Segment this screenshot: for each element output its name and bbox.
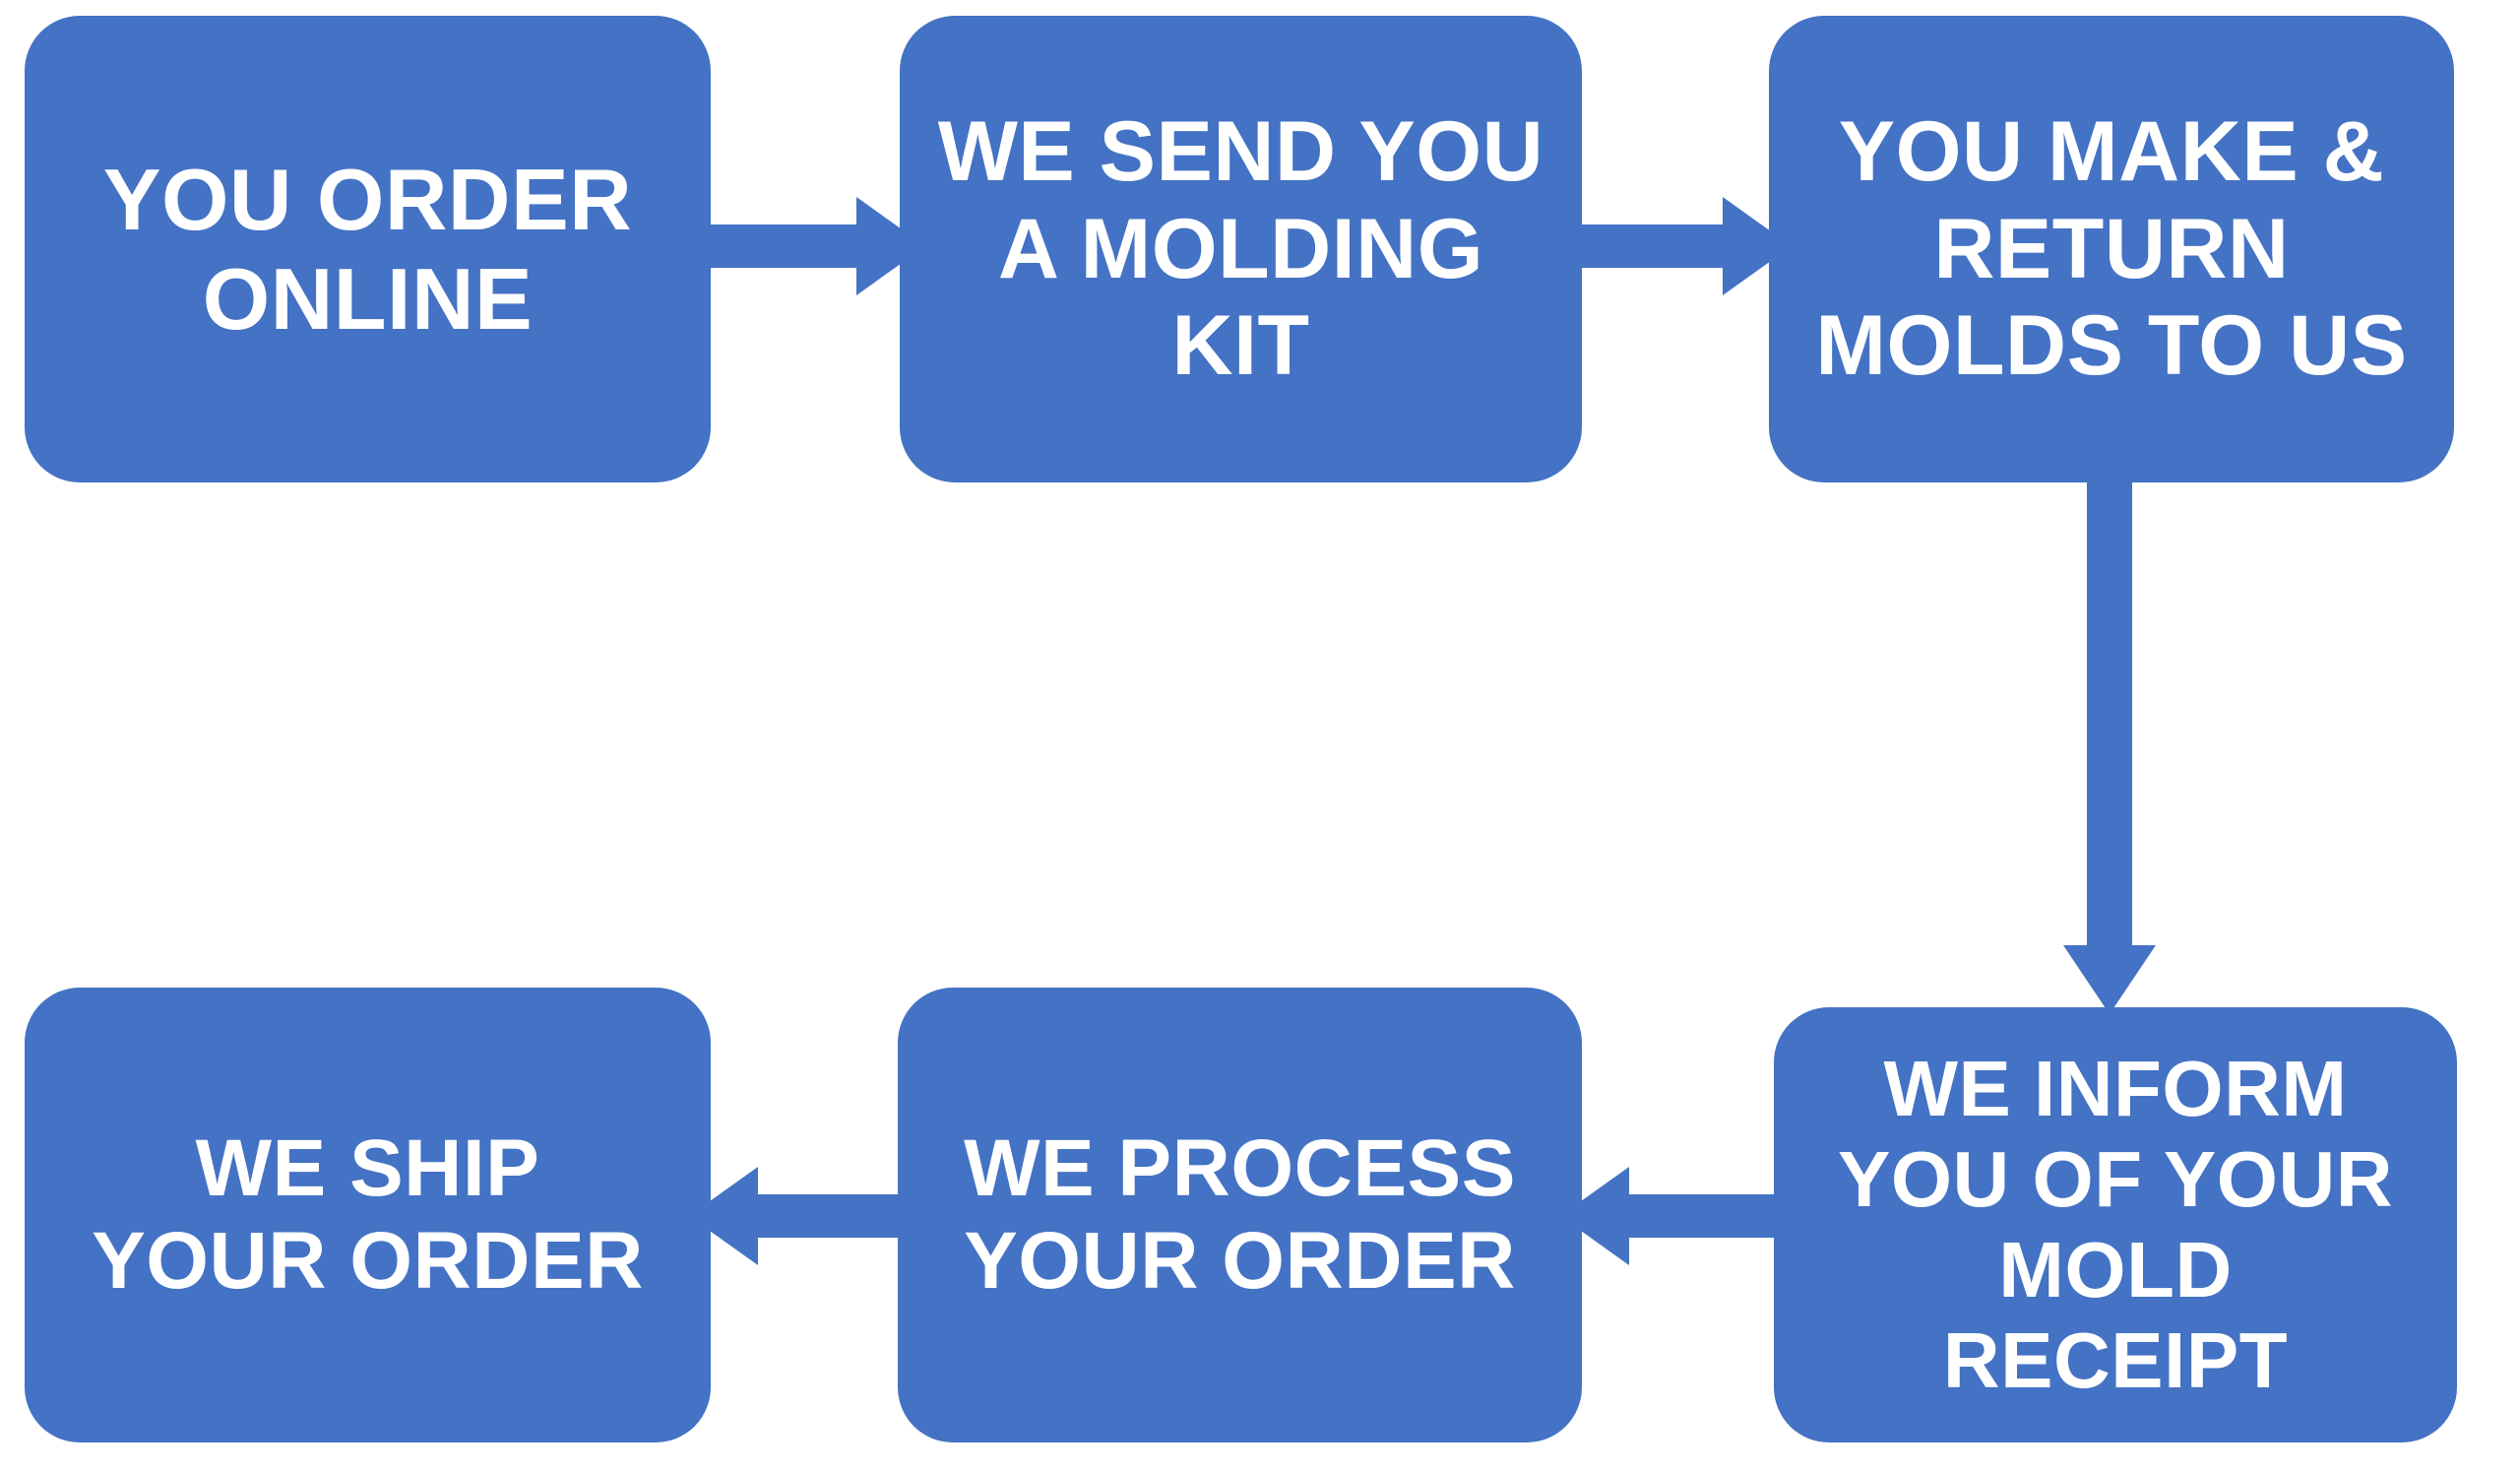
flow-node-line: YOUR ORDER — [92, 1216, 644, 1306]
flow-node-line: A MOLDING — [997, 201, 1484, 296]
flow-node-line: YOU OF YOUR — [1837, 1135, 2394, 1223]
arrow-right-icon-kit-to-molds — [1560, 197, 1792, 295]
flow-node-line: KIT — [1171, 298, 1310, 394]
arrow-down-icon-molds-to-inform — [2063, 463, 2156, 1014]
flow-node-process-order[interactable]: WE PROCESS YOUR ORDER — [898, 988, 1582, 1442]
flow-node-line: MOLDS TO US — [1815, 298, 2408, 394]
flow-node-line: YOU ORDER — [102, 150, 633, 248]
flow-node-label: WE PROCESS YOUR ORDER — [915, 1122, 1564, 1309]
flow-node-line: WE PROCESS — [964, 1122, 1516, 1213]
flow-node-order-online[interactable]: YOU ORDER ONLINE — [25, 16, 711, 482]
flow-node-line: RECEIPT — [1942, 1316, 2289, 1404]
flow-node-molding-kit[interactable]: WE SEND YOU A MOLDING KIT — [900, 16, 1582, 482]
flow-node-line: YOU MAKE & — [1838, 103, 2385, 199]
arrow-right-icon-order-to-kit — [689, 197, 925, 295]
arrow-left-icon-process-to-ship — [689, 1167, 920, 1265]
flow-node-label: WE INFORM YOU OF YOUR MOLD RECEIPT — [1792, 1044, 2439, 1406]
flow-node-line: WE SEND YOU — [937, 103, 1544, 199]
flow-node-line: WE SHIP — [195, 1122, 540, 1213]
flow-node-ship-order[interactable]: WE SHIP YOUR ORDER — [25, 988, 711, 1442]
flow-node-mold-receipt[interactable]: WE INFORM YOU OF YOUR MOLD RECEIPT — [1774, 1007, 2457, 1442]
arrow-left-icon-inform-to-process — [1560, 1167, 1796, 1265]
flow-node-line: YOUR ORDER — [964, 1216, 1516, 1306]
flow-node-line: WE INFORM — [1883, 1045, 2348, 1132]
flow-node-label: YOU MAKE & RETURN MOLDS TO US — [1787, 103, 2436, 396]
flow-node-label: WE SHIP YOUR ORDER — [42, 1122, 693, 1309]
flow-node-return-molds[interactable]: YOU MAKE & RETURN MOLDS TO US — [1769, 16, 2454, 482]
flow-node-label: YOU ORDER ONLINE — [42, 150, 693, 349]
flow-node-line: MOLD — [1998, 1226, 2233, 1313]
flow-node-line: RETURN — [1933, 201, 2290, 296]
flow-node-label: WE SEND YOU A MOLDING KIT — [917, 103, 1564, 396]
flow-node-line: ONLINE — [202, 250, 534, 348]
